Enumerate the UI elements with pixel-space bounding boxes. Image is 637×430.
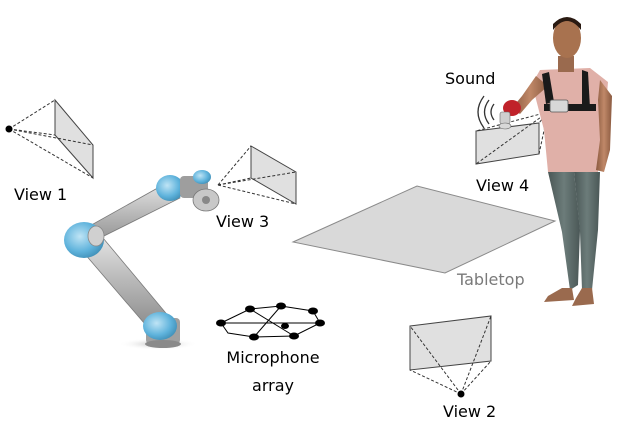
view3-label: View 3: [216, 212, 270, 231]
view3-camera: [217, 145, 297, 205]
human-figure: [477, 17, 612, 306]
view4-camera: [475, 111, 549, 165]
view1-label: View 1: [14, 185, 68, 204]
view2-camera: [409, 315, 492, 398]
microphone-label-line1: Microphone: [226, 348, 320, 367]
view2-label: View 2: [443, 402, 497, 421]
view4-label: View 4: [476, 176, 530, 195]
microphone-array: [216, 302, 325, 341]
tabletop-plane: [291, 185, 557, 274]
view1-camera: [5, 98, 94, 180]
microphone-label-line2: array: [252, 376, 294, 395]
robot-arm: [64, 170, 220, 350]
sound-label: Sound: [445, 69, 496, 88]
tabletop-label: Tabletop: [457, 270, 525, 289]
